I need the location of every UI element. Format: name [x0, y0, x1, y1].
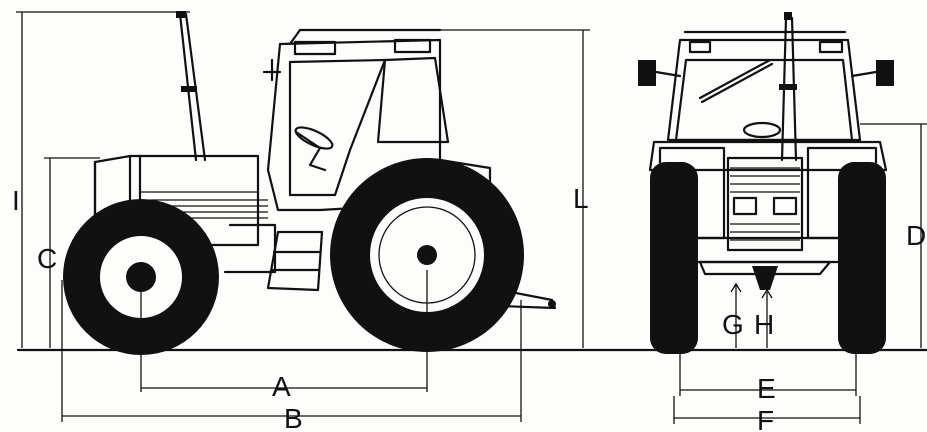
- side-view: I C L A B: [12, 11, 927, 432]
- dimension-c: C: [37, 157, 100, 348]
- front-mirrors: [638, 60, 894, 86]
- dimension-i: I: [12, 11, 190, 348]
- front-left-tire: [650, 162, 698, 354]
- dimension-a: A: [140, 270, 428, 402]
- label-d: D: [906, 220, 926, 251]
- label-h: H: [754, 309, 774, 340]
- label-c: C: [37, 243, 57, 274]
- front-view: D G H E F: [638, 12, 927, 432]
- front-right-tire: [838, 162, 886, 354]
- label-l: L: [573, 183, 589, 214]
- front-grille: [726, 156, 804, 252]
- dimension-l: L: [440, 29, 590, 348]
- front-wheel: [63, 199, 219, 355]
- front-exhaust: [779, 12, 798, 162]
- label-e: E: [757, 373, 776, 404]
- exhaust-stack: [176, 11, 207, 162]
- rear-wheel: [330, 158, 524, 352]
- dimension-d: D: [860, 123, 927, 348]
- front-cab: [666, 30, 862, 142]
- dimension-b: B: [61, 280, 522, 432]
- label-b: B: [284, 403, 303, 432]
- label-g: G: [722, 309, 744, 340]
- dimension-f: F: [673, 396, 861, 432]
- label-i: I: [12, 185, 20, 216]
- label-f: F: [757, 405, 774, 432]
- label-a: A: [272, 371, 291, 402]
- cab-steps: [266, 230, 324, 292]
- dimension-e: E: [679, 352, 857, 404]
- dimension-g-h: G H: [722, 282, 774, 348]
- rear-hitch: [498, 288, 557, 310]
